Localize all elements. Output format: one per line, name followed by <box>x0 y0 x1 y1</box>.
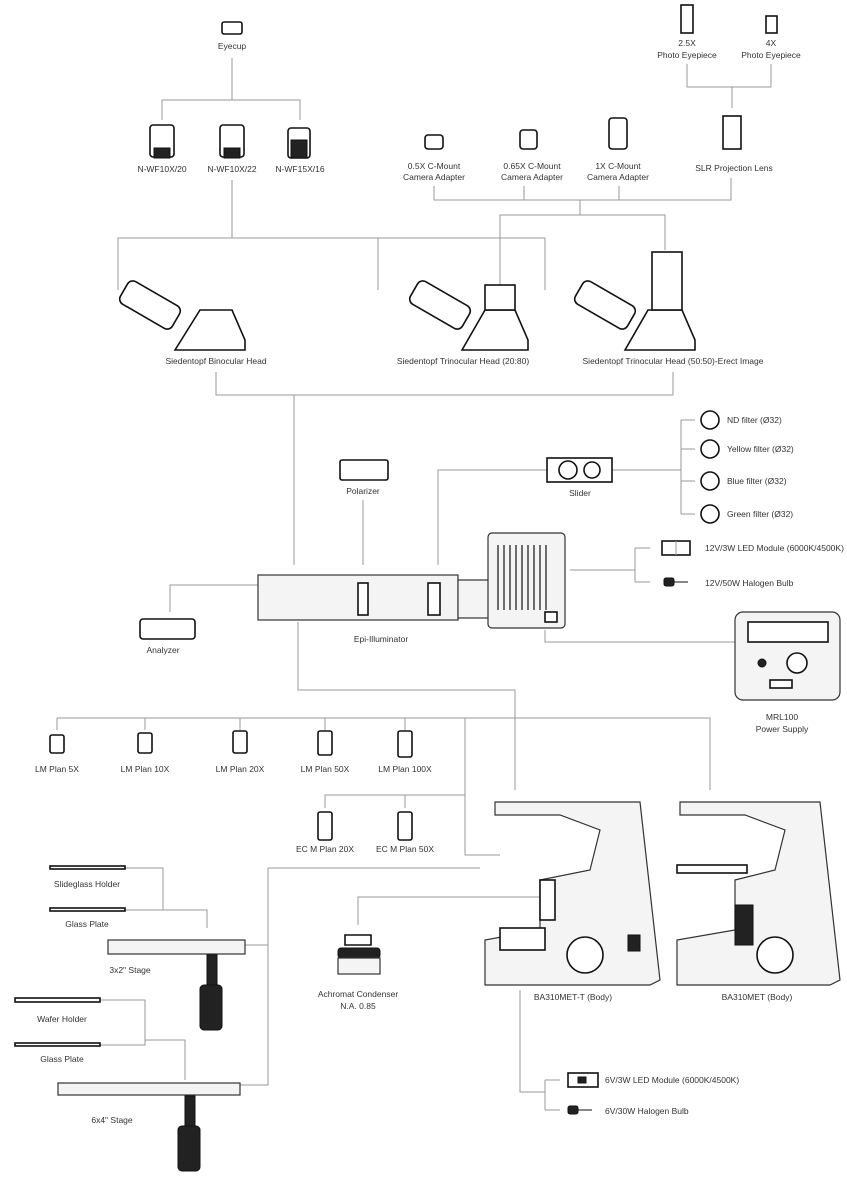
eyepiece-label: N-WF10X/20 <box>137 164 186 174</box>
eyecup-icon <box>221 21 243 35</box>
led-module-icon <box>661 540 691 556</box>
trinocular-head-icon <box>408 280 529 351</box>
epi-illuminator-label: Epi-Illuminator <box>354 634 408 644</box>
eyepiece-label: N-WF15X/16 <box>275 164 324 174</box>
ba310met-t-body-icon <box>484 801 661 986</box>
camera-adapter-label: 0.5X C-Mount <box>408 161 461 171</box>
power-supply-label: Power Supply <box>756 724 809 734</box>
eyepiece-label: N-WF10X/22 <box>207 164 256 174</box>
power-supply-label: MRL100 <box>766 712 798 722</box>
binocular-head-icon <box>118 280 246 351</box>
analyzer-icon <box>139 618 196 640</box>
camera-adapter-label: Camera Adapter <box>403 172 465 182</box>
stage-accessory-label: Slideglass Holder <box>54 879 120 889</box>
photo-eyepiece-label: 4X <box>766 38 777 48</box>
slr-lens-icon <box>722 115 742 150</box>
camera-adapter-label: 1X C-Mount <box>595 161 641 171</box>
camera-adapter-label: Camera Adapter <box>587 172 649 182</box>
stage-accessory-label: Wafer Holder <box>37 1014 87 1024</box>
analyzer-label: Analyzer <box>146 645 179 655</box>
filter-label: ND filter (Ø32) <box>727 415 782 425</box>
filter-label: Yellow filter (Ø32) <box>727 444 794 454</box>
condenser-label: Achromat Condenser <box>318 989 398 999</box>
eyepiece-icons <box>149 124 311 159</box>
body-halogen-bulb-icon <box>567 1105 592 1115</box>
objective-label: LM Plan 50X <box>301 764 350 774</box>
slr-label: SLR Projection Lens <box>695 163 773 173</box>
halogen-bulb-label: 12V/50W Halogen Bulb <box>705 578 794 588</box>
stage-label: 3x2" Stage <box>109 965 151 975</box>
body-label: BA310MET (Body) <box>722 992 793 1002</box>
objective-label: LM Plan 10X <box>121 764 170 774</box>
head-label: Siedentopf Trinocular Head (50:50)-Erect… <box>583 356 764 366</box>
slider-icon <box>546 457 613 483</box>
stage-accessory-label: Glass Plate <box>65 919 109 929</box>
condenser-icon <box>337 934 381 975</box>
camera-adapter-icon <box>519 129 538 150</box>
body-label: BA310MET-T (Body) <box>534 992 612 1002</box>
stage-accessory-label: Glass Plate <box>40 1054 84 1064</box>
stage-label: 6x4" Stage <box>91 1115 133 1125</box>
camera-adapter-icon <box>424 134 444 150</box>
objective-icons <box>49 730 413 841</box>
head-label: Siedentopf Binocular Head <box>165 356 266 366</box>
photo-eyepiece-label: Photo Eyepiece <box>657 50 717 60</box>
wafer-holder-icon <box>14 997 101 1003</box>
filter-label: Green filter (Ø32) <box>727 509 793 519</box>
head-label: Siedentopf Trinocular Head (20:80) <box>397 356 529 366</box>
camera-adapter-label: 0.65X C-Mount <box>503 161 561 171</box>
led-module-label: 12V/3W LED Module (6000K/4500K) <box>705 543 844 553</box>
ec-objective-label: EC M Plan 20X <box>296 844 354 854</box>
body-halogen-label: 6V/30W Halogen Bulb <box>605 1106 689 1116</box>
photo-eyepiece-25x-icon <box>680 4 694 34</box>
body-led-label: 6V/3W LED Module (6000K/4500K) <box>605 1075 739 1085</box>
condenser-label: N.A. 0.85 <box>340 1001 376 1011</box>
camera-adapter-icon <box>608 117 628 150</box>
connector-lines <box>56 58 772 1111</box>
eyecup-label: Eyecup <box>218 41 247 51</box>
camera-adapter-label: Camera Adapter <box>501 172 563 182</box>
slideglass-holder-icon <box>49 865 126 870</box>
trinocular-head-erect-icon <box>573 251 696 351</box>
glass-plate-icon <box>49 907 126 912</box>
stage-3x2-icon <box>107 939 246 1031</box>
power-supply-icon <box>734 611 841 701</box>
objective-label: LM Plan 5X <box>35 764 79 774</box>
photo-eyepiece-4x-icon <box>765 15 778 34</box>
photo-eyepiece-label: Photo Eyepiece <box>741 50 801 60</box>
objective-label: LM Plan 100X <box>378 764 432 774</box>
objective-label: LM Plan 20X <box>216 764 265 774</box>
body-led-module-icon <box>567 1072 599 1088</box>
filter-icons <box>700 410 720 524</box>
glass-plate-icon <box>14 1042 101 1047</box>
ba310met-body-icon <box>676 801 841 986</box>
polarizer-label: Polarizer <box>346 486 380 496</box>
photo-eyepiece-label: 2.5X <box>678 38 696 48</box>
slider-label: Slider <box>569 488 591 498</box>
ec-objective-label: EC M Plan 50X <box>376 844 434 854</box>
epi-illuminator-icon <box>257 532 566 629</box>
halogen-bulb-icon <box>663 577 688 587</box>
stage-6x4-icon <box>57 1082 241 1172</box>
polarizer-icon <box>339 459 389 481</box>
filter-label: Blue filter (Ø32) <box>727 476 787 486</box>
